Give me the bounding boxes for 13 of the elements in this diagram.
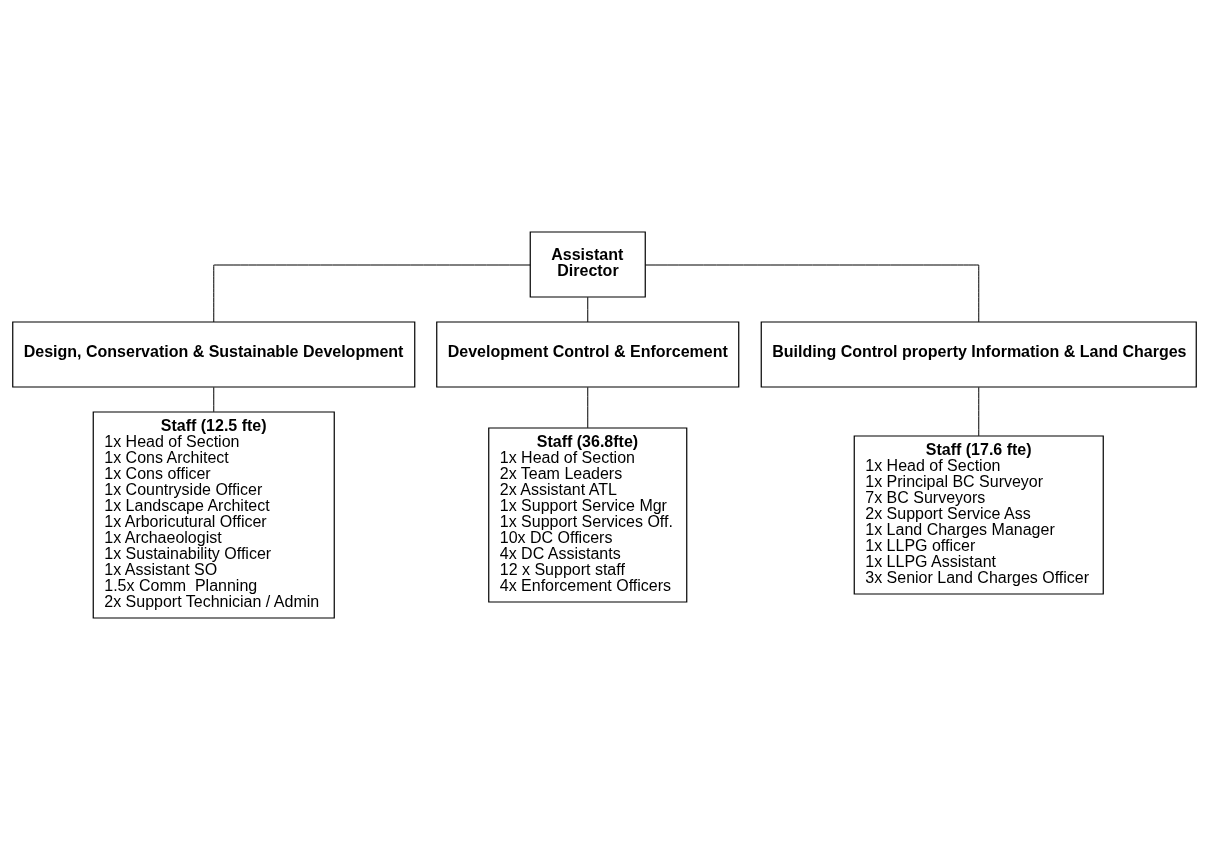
connector	[213, 264, 531, 323]
connector	[213, 386, 215, 413]
node-box: Development Control & Enforcement	[436, 321, 740, 388]
node-box: Staff (12.5 fte) 1x Head of Section 1x Cons Architect 1x Cons officer 1x Countryside Officer 1x Landscape Architect 1x Arboricutural Officer 1x Archaeologist 1x Sustainability Officer 1x Assistant SO 1.5x Comm Planning 2x Support Technician / Admin	[92, 411, 335, 619]
node-box: Assistant Director	[529, 231, 646, 298]
node-box: Staff (17.6 fte) 1x Head of Section 1x Principal BC Surveyor 7x BC Surveyors 2x Support Service Ass 1x Land Charges Manager 1x LLPG officer 1x LLPG Assistant 3x Senior Land Charges Officer	[853, 435, 1104, 595]
node-box: Staff (36.8fte) 1x Head of Section 2x Team Leaders 2x Assistant ATL 1x Support Service Mgr 1x Support Services Off. 10x DC Officers 4x DC Assistants 12 x Support staff 4x Enforcement Officers	[488, 427, 688, 603]
connector	[587, 386, 589, 429]
node-box: Design, Conservation & Sustainable Development	[12, 321, 416, 388]
connector	[587, 296, 589, 323]
connector	[644, 264, 980, 323]
connector	[978, 386, 980, 437]
node-box: Building Control property Information & Land Charges	[760, 321, 1197, 388]
